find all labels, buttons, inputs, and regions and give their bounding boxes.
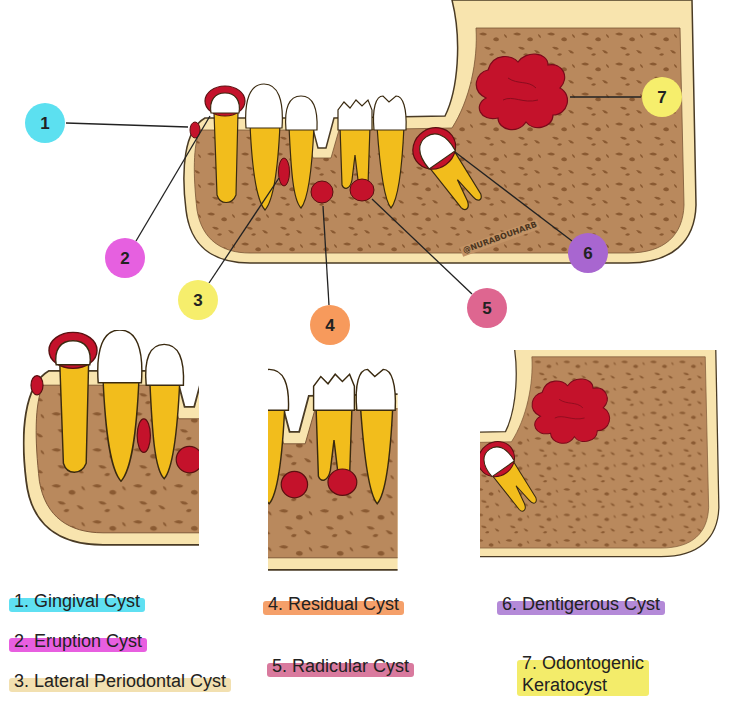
callout-circle-fill — [310, 305, 350, 345]
callout-circle: 5 — [467, 288, 507, 328]
callout-circle-fill — [568, 233, 608, 273]
callout-circle-fill — [25, 103, 65, 143]
callout-circle: 4 — [310, 305, 350, 345]
leader-line — [136, 116, 210, 241]
callout-circle-fill — [105, 238, 145, 278]
callout-circle-fill — [642, 77, 682, 117]
callout-number: 3 — [193, 292, 202, 309]
zoom-panel-ramus — [284, 333, 719, 557]
callout-circle: 3 — [178, 280, 218, 320]
legend-entry: 3. Lateral Periodontal Cyst — [14, 670, 244, 692]
watermark: @NURABOUHARB — [460, 219, 541, 256]
legend-entry: 6. Dentigerous Cyst — [502, 593, 727, 615]
callout-number: 2 — [120, 250, 129, 267]
legend-text: 3. Lateral Periodontal Cyst — [14, 671, 226, 691]
callout-circle: 6 — [568, 233, 608, 273]
legend-text: 6. Dentigerous Cyst — [502, 594, 660, 614]
legend-entry: 1. Gingival Cyst — [14, 590, 254, 612]
leader-line — [323, 206, 329, 305]
leader-lines — [66, 97, 641, 305]
callout-number: 4 — [325, 317, 334, 334]
callout-number: 6 — [583, 245, 592, 262]
legend-entry: 4. Residual Cyst — [268, 593, 488, 615]
callout-circle: 7 — [642, 77, 682, 117]
callout-circle: 2 — [105, 238, 145, 278]
legend-text: 5. Radicular Cyst — [272, 656, 409, 676]
legend-text: 1. Gingival Cyst — [14, 591, 140, 611]
zoom-jaw — [480, 350, 719, 557]
leader-line — [372, 199, 472, 294]
leader-line — [66, 123, 188, 127]
callout-number: 5 — [482, 300, 491, 317]
zoom-jaw — [268, 355, 398, 570]
callout-number: 1 — [40, 115, 49, 132]
main-jaw — [184, 0, 696, 263]
leader-line — [570, 96, 641, 97]
zoom-jaw — [24, 330, 199, 545]
legend-entry: 7. Odontogenic Keratocyst — [522, 652, 702, 696]
zoom-panel-middle — [129, 254, 734, 570]
callout-circle-fill — [178, 280, 218, 320]
leader-line — [209, 178, 279, 283]
callout-circle: 1 — [25, 103, 65, 143]
legend-text: 4. Residual Cyst — [268, 594, 399, 614]
callout-number: 7 — [657, 89, 666, 106]
legend-entry: 5. Radicular Cyst — [272, 655, 492, 677]
legend-text: 2. Eruption Cyst — [14, 631, 142, 651]
callout-circle-fill — [467, 288, 507, 328]
legend-entry: 2. Eruption Cyst — [14, 630, 254, 652]
